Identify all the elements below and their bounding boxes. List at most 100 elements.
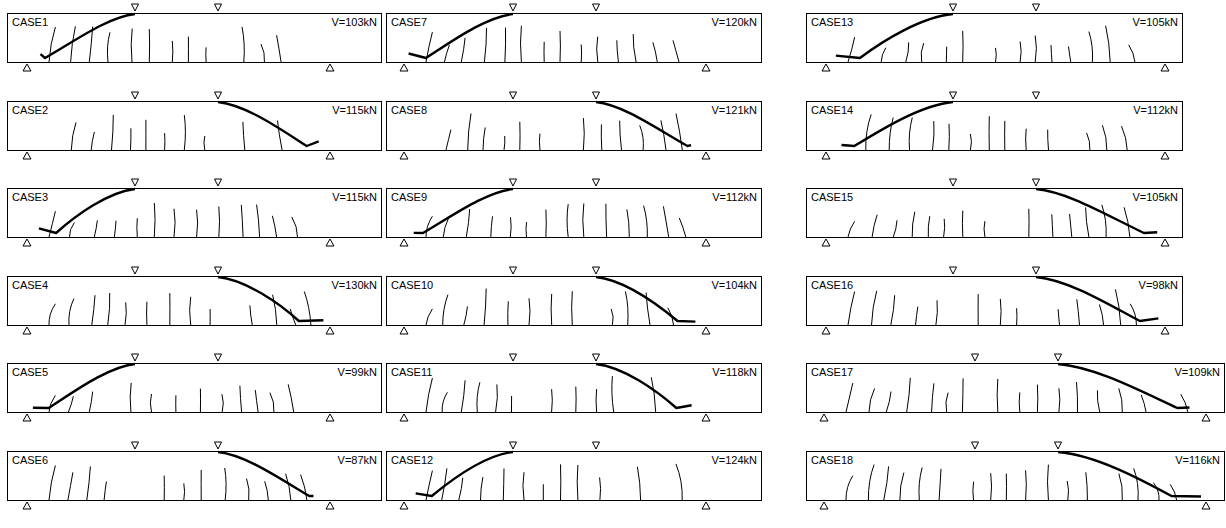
flexural-crack — [273, 295, 277, 325]
support — [1161, 64, 1169, 71]
load-point — [510, 442, 517, 449]
flexural-crack — [651, 377, 655, 412]
beam-panel: CASE9V=112kN — [386, 188, 762, 238]
flexural-crack — [125, 302, 126, 325]
shear-force-label: V=115kN — [331, 104, 378, 116]
case-label: CASE1 — [11, 16, 49, 28]
flexural-crack — [444, 45, 449, 62]
flexural-crack — [970, 134, 971, 150]
support — [702, 64, 710, 71]
beam-panel: CASE2 V=115kN — [7, 101, 382, 151]
flexural-crack — [183, 483, 185, 500]
beam-panel: CASE1 V=103kN — [7, 13, 382, 63]
support — [400, 327, 408, 334]
flexural-crack — [154, 203, 156, 237]
load-point — [1033, 92, 1040, 99]
flexural-crack — [1097, 390, 1099, 412]
support — [702, 502, 710, 509]
load-point — [215, 179, 222, 186]
flexural-crack — [575, 387, 576, 412]
flexural-crack — [507, 301, 509, 325]
shear-force-label: V=105kN — [1131, 191, 1179, 203]
load-point — [593, 442, 600, 449]
shear-force-label: V=112kN — [1132, 104, 1179, 116]
flexural-crack — [1037, 385, 1038, 412]
flexural-crack — [461, 38, 465, 62]
flexural-crack — [104, 482, 106, 501]
support — [326, 502, 334, 509]
case-label: CASE14 — [810, 104, 854, 116]
load-point — [1033, 4, 1040, 11]
support — [820, 414, 828, 421]
flexural-crack — [597, 37, 598, 62]
flexural-crack — [112, 115, 114, 150]
flexural-crack — [89, 392, 92, 412]
flexural-crack — [292, 217, 298, 237]
shear-crack — [41, 14, 136, 58]
flexural-crack — [49, 27, 55, 62]
flexural-crack — [932, 383, 934, 412]
flexural-crack — [581, 45, 582, 63]
flexural-crack — [188, 37, 189, 62]
support — [822, 152, 830, 159]
flexural-crack — [130, 383, 131, 412]
flexural-crack — [272, 216, 276, 237]
flexural-crack — [891, 295, 895, 325]
case-label: CASE6 — [11, 454, 49, 466]
flexural-crack — [611, 309, 613, 325]
flexural-crack — [1087, 133, 1090, 150]
flexural-crack — [1154, 483, 1160, 500]
support — [23, 64, 31, 71]
load-point — [1033, 267, 1040, 274]
flexural-crack — [504, 28, 506, 62]
flexural-crack — [893, 220, 897, 237]
flexural-crack — [222, 394, 223, 412]
beam-panel: CASE16V=98kN — [806, 276, 1183, 326]
load-point — [972, 354, 979, 361]
flexural-crack — [520, 26, 522, 62]
flexural-crack — [1000, 299, 1002, 325]
flexural-crack — [466, 209, 469, 237]
load-point — [215, 267, 222, 274]
flexural-crack — [543, 484, 544, 500]
flexural-crack — [551, 294, 553, 325]
flexural-crack — [567, 204, 568, 237]
flexural-crack — [644, 206, 648, 237]
flexural-crack — [1025, 470, 1027, 500]
flexural-crack — [240, 386, 242, 412]
load-point — [593, 179, 600, 186]
load-point — [132, 354, 139, 361]
support — [326, 327, 334, 334]
flexural-crack — [443, 295, 448, 325]
beam-panel: CASE12V=124kN — [386, 451, 762, 501]
flexural-crack — [1130, 304, 1136, 325]
flexural-crack — [255, 390, 258, 412]
flexural-crack — [560, 31, 561, 62]
case-label: CASE2 — [11, 104, 49, 116]
flexural-crack — [1025, 129, 1027, 150]
support — [820, 502, 828, 509]
flexural-crack — [1077, 382, 1078, 412]
load-point — [215, 4, 222, 11]
flexural-crack — [916, 307, 918, 325]
case-label: CASE8 — [390, 104, 428, 116]
shear-force-label: V=118kN — [711, 366, 758, 378]
flexural-crack — [912, 212, 915, 237]
shear-force-label: V=121kN — [710, 104, 758, 116]
support — [23, 502, 31, 509]
flexural-crack — [169, 293, 170, 325]
flexural-crack — [921, 43, 924, 62]
flexural-crack — [663, 206, 668, 237]
flexural-crack — [241, 205, 243, 237]
flexural-crack — [846, 476, 853, 500]
shear-crack — [596, 364, 692, 408]
support — [326, 239, 334, 246]
shear-crack — [842, 102, 954, 146]
flexural-crack — [653, 42, 657, 62]
flexural-crack — [484, 28, 486, 62]
case-label: CASE10 — [390, 279, 434, 291]
shear-force-label: V=103kN — [330, 16, 378, 28]
case-label: CASE4 — [11, 279, 49, 291]
case-label: CASE11 — [390, 366, 433, 378]
shear-force-label: V=115kN — [331, 191, 378, 203]
